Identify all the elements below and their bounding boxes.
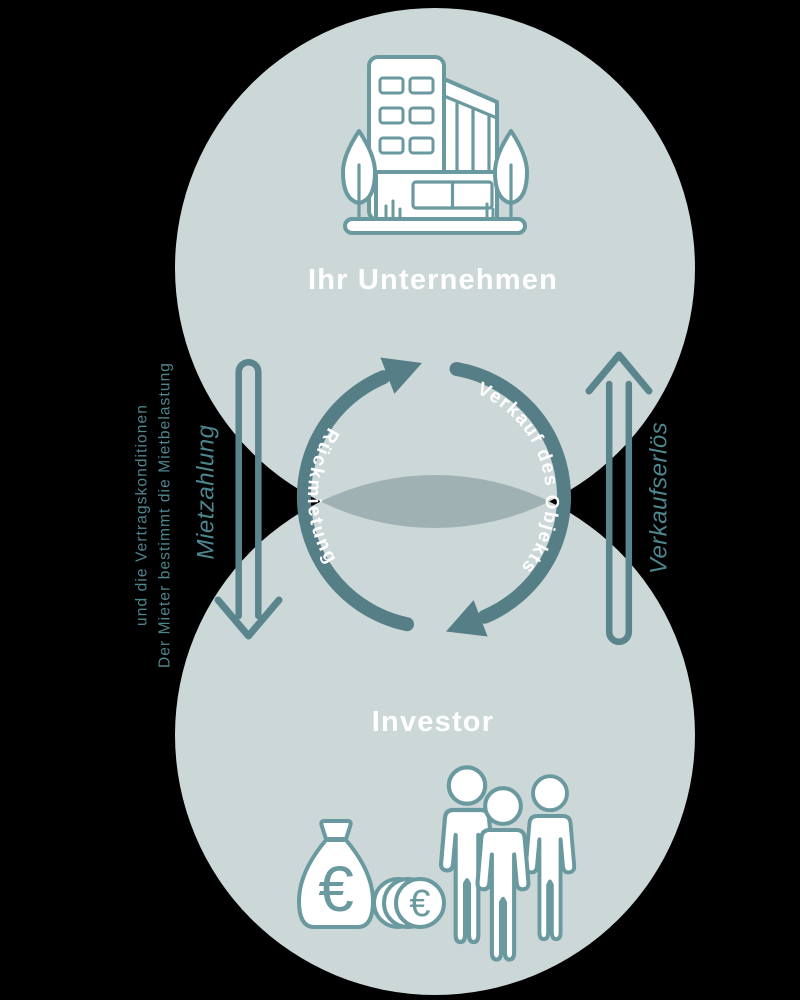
building-windows — [378, 76, 435, 155]
down-arrow-icon — [214, 358, 283, 640]
cycle-arc-right — [449, 362, 571, 624]
euro-symbol-coin: € — [409, 883, 430, 925]
up-arrow-head — [585, 351, 653, 395]
building-base — [343, 217, 527, 235]
money-bag-tie — [319, 819, 353, 841]
investors-group-icon — [441, 767, 577, 959]
company-label: Ihr Unternehmen — [308, 264, 558, 296]
office-building-icon — [341, 55, 529, 235]
right-flow-label: Verkaufserlös — [646, 422, 673, 574]
circles-overlap — [320, 474, 550, 529]
up-arrow-shaft — [605, 380, 633, 646]
building-wing-mullions — [455, 102, 491, 174]
cycle-arc-left — [296, 370, 414, 632]
company-circle — [175, 8, 695, 528]
note-line-1: Der Mieter bestimmt die Mietbelastung — [157, 362, 174, 668]
down-arrow-shaft — [235, 358, 262, 620]
investor-label: Investor — [372, 706, 494, 738]
grass-ticks — [384, 199, 495, 220]
left-flow-label: Mietzahlung — [193, 424, 220, 559]
up-arrow-icon — [585, 351, 653, 646]
money-bag-body — [297, 838, 375, 929]
cycle-arrowhead-bottom — [446, 600, 488, 637]
money-bag-euro-icon — [297, 819, 375, 929]
euro-symbol-bag: € — [318, 853, 354, 925]
building-wing-band — [442, 94, 499, 120]
euro-coins-icon — [372, 877, 446, 929]
note-line-2: und die Vertragskonditionen — [134, 404, 151, 626]
down-arrow-head — [214, 596, 283, 640]
coin-front — [394, 877, 446, 929]
cycle-arrowhead-top — [380, 357, 422, 394]
